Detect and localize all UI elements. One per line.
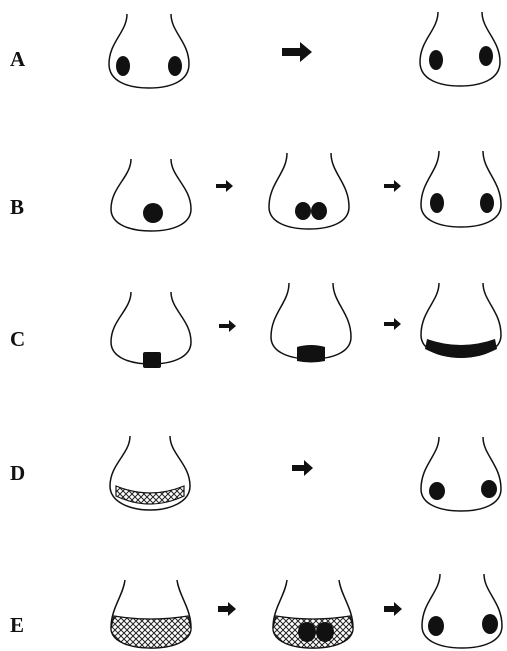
- nose-b3: [421, 151, 501, 227]
- arrow-e2: [384, 602, 402, 616]
- arrow-e1: [218, 602, 236, 616]
- arrow-c1: [219, 320, 236, 332]
- nose-e3: [422, 574, 502, 648]
- nose-d2: [421, 437, 501, 511]
- nose-d1: [110, 436, 190, 510]
- arrow-a1: [282, 42, 312, 62]
- nose-c2: [271, 283, 351, 363]
- row-e: [111, 574, 502, 648]
- nose-c3: [421, 283, 501, 358]
- row-d: [110, 436, 501, 511]
- arrow-b2: [384, 180, 401, 192]
- row-c: [111, 283, 501, 368]
- nose-b2: [269, 153, 349, 229]
- arrow-b1: [216, 180, 233, 192]
- nose-e1: [111, 580, 191, 648]
- nose-a1: [109, 14, 189, 88]
- row-a: [109, 12, 500, 88]
- nose-b1: [111, 159, 191, 231]
- arrow-c2: [384, 318, 401, 330]
- nose-a2: [420, 12, 500, 86]
- arrow-d1: [292, 460, 313, 476]
- row-b: [111, 151, 501, 231]
- nose-c1: [111, 292, 191, 368]
- nose-e2: [273, 580, 353, 648]
